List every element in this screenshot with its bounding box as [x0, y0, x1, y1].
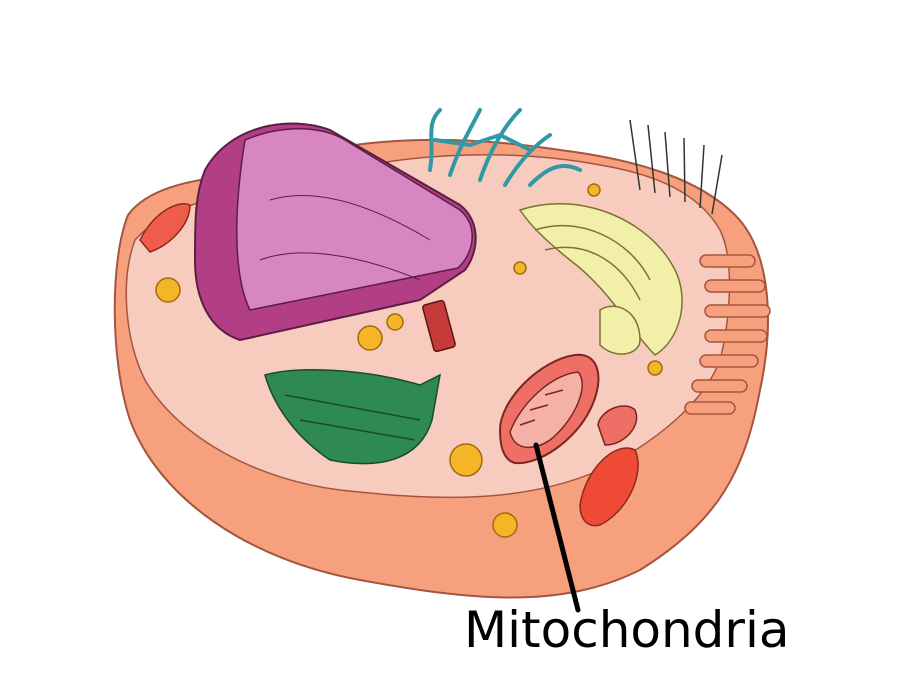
endoplasmic-reticulum [264, 369, 441, 465]
golgi-apparatus [518, 202, 683, 356]
microvilli [684, 254, 771, 415]
cytoskeleton [428, 108, 582, 187]
cilia [629, 119, 723, 215]
nucleus [193, 122, 477, 342]
label-pointer-line [533, 442, 581, 613]
vesicles [155, 183, 663, 538]
mitochondria-label: Mitochondria [464, 601, 790, 659]
mitochondrion [498, 353, 600, 465]
vacuole [579, 447, 639, 527]
lysosome [139, 203, 191, 253]
centriole [422, 299, 456, 353]
mitochondrion-secondary [597, 405, 638, 446]
